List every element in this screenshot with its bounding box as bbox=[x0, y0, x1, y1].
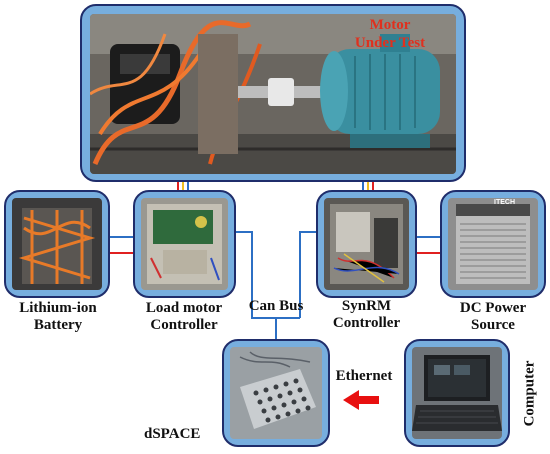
dc-power-label-line2: Source bbox=[471, 317, 515, 333]
computer-photo bbox=[412, 347, 502, 439]
load-controller-photo bbox=[141, 198, 228, 290]
dc-power-label: DC Power Source bbox=[434, 300, 550, 334]
motor-label-line2: Under Test bbox=[354, 35, 426, 51]
battery-label: Lithium-ion Battery bbox=[0, 300, 116, 334]
motor-under-test-label: Motor Under Test bbox=[330, 16, 450, 52]
can-bus-line-right bbox=[299, 231, 316, 318]
dc-power-photo bbox=[448, 198, 538, 290]
motor-label-line1: Motor bbox=[369, 17, 411, 33]
dc-power-panel: ITECH bbox=[440, 190, 546, 298]
dspace-label: dSPACE bbox=[144, 426, 201, 442]
synrm-label-line1: SynRM bbox=[341, 298, 392, 314]
battery-panel bbox=[4, 190, 110, 298]
synrm-label-line2: Controller bbox=[332, 315, 401, 331]
load-controller-label: Load motor Controller bbox=[116, 300, 252, 334]
battery-label-line2: Battery bbox=[33, 317, 83, 333]
load-controller-label-line1: Load motor bbox=[145, 300, 223, 316]
synrm-controller-photo bbox=[324, 198, 409, 290]
dspace-panel bbox=[222, 339, 330, 447]
motor-bench-photo bbox=[90, 14, 456, 174]
dc-power-label-line1: DC Power bbox=[459, 300, 527, 316]
arrow-left-icon bbox=[343, 390, 379, 410]
ethernet-label: Ethernet bbox=[335, 368, 393, 384]
can-bus-label: Can Bus bbox=[248, 298, 304, 314]
battery-photo bbox=[12, 198, 102, 290]
synrm-controller-panel bbox=[316, 190, 417, 298]
motor-under-test-panel: Motor Under Test bbox=[80, 4, 466, 182]
synrm-controller-label: SynRM Controller bbox=[316, 298, 417, 332]
dspace-photo bbox=[230, 347, 322, 439]
load-controller-label-line2: Controller bbox=[150, 317, 218, 333]
computer-label: Computer bbox=[521, 360, 538, 427]
battery-label-line1: Lithium-ion bbox=[19, 300, 97, 316]
itech-badge: ITECH bbox=[494, 199, 515, 206]
computer-panel bbox=[404, 339, 510, 447]
load-controller-panel bbox=[133, 190, 236, 298]
